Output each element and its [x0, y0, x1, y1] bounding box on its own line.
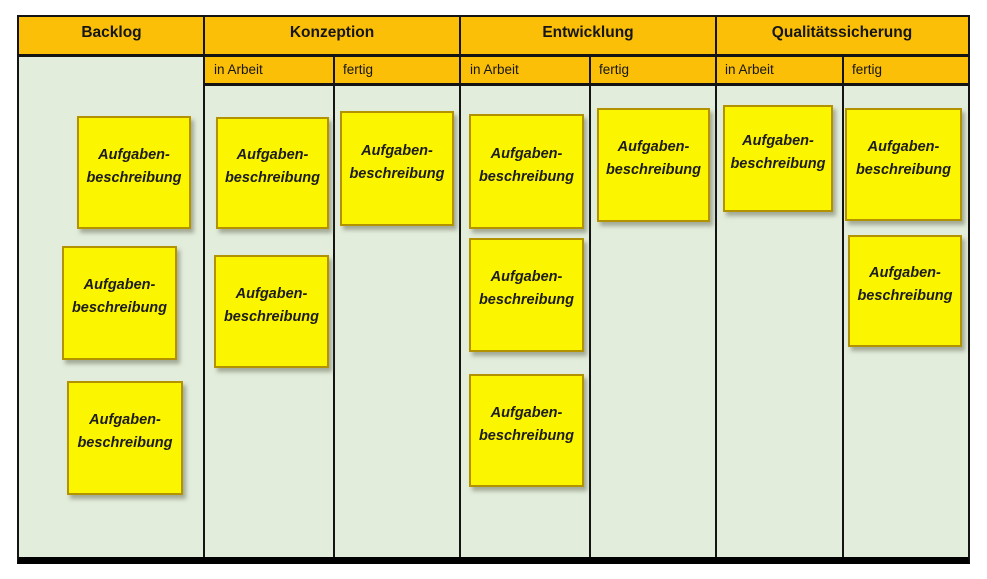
subheader-row-background: [204, 57, 968, 83]
lane-divider: [333, 57, 335, 557]
note-text: Aufgaben-: [361, 142, 433, 159]
sticky-note[interactable]: Aufgaben- beschreibung: [62, 246, 177, 360]
column-header-entwicklung: Entwicklung: [542, 24, 634, 41]
note-text: beschreibung: [478, 168, 575, 185]
column-header-backlog: Backlog: [81, 24, 142, 41]
column-header-konzeption: Konzeption: [289, 24, 375, 41]
column-divider: [459, 17, 461, 557]
lane-divider: [842, 57, 844, 557]
lane-divider: [589, 57, 591, 557]
column-divider: [715, 17, 717, 557]
note-text: beschreibung: [857, 288, 953, 304]
note-text: Aufgaben-: [869, 265, 941, 281]
lane-header-entwicklung-in-arbeit: in Arbeit: [470, 62, 519, 77]
column-divider: [203, 17, 205, 557]
header-row-background: [19, 17, 968, 54]
sticky-note[interactable]: Aufgaben- beschreibung: [469, 374, 584, 487]
sticky-note[interactable]: Aufgaben- beschreibung: [67, 381, 183, 495]
sticky-note[interactable]: Aufgaben- beschreibung: [77, 116, 191, 229]
lane-header-qualitaetssicherung-in-arbeit: in Arbeit: [725, 62, 774, 77]
sticky-note[interactable]: Aufgaben- beschreibung: [214, 255, 329, 368]
lane-header-entwicklung-fertig: fertig: [599, 62, 630, 77]
sticky-note[interactable]: Aufgaben- beschreibung: [469, 114, 584, 229]
note-text: beschreibung: [478, 427, 575, 444]
lane-header-konzeption-fertig: fertig: [343, 62, 374, 77]
lane-header-konzeption-in-arbeit: in Arbeit: [214, 62, 263, 77]
note-text: beschreibung: [71, 300, 168, 316]
lane-header-qualitaetssicherung-fertig: fertig: [852, 62, 883, 77]
note-text: beschreibung: [349, 165, 445, 182]
note-text: Aufgaben-: [617, 139, 690, 155]
note-text: beschreibung: [855, 161, 952, 178]
sticky-note[interactable]: Aufgaben- beschreibung: [848, 235, 962, 347]
sticky-note[interactable]: Aufgaben- beschreibung: [340, 111, 454, 226]
note-text: Aufgaben-: [98, 146, 170, 163]
note-text: Aufgaben-: [83, 277, 156, 293]
sticky-note[interactable]: Aufgaben- beschreibung: [469, 238, 584, 352]
note-text: beschreibung: [86, 169, 182, 186]
sticky-note[interactable]: Aufgaben- beschreibung: [723, 105, 833, 212]
note-text: beschreibung: [605, 162, 702, 178]
note-text: Aufgaben-: [236, 147, 309, 163]
kanban-table: Backlog Konzeption Entwicklung Qualitäts…: [17, 15, 970, 564]
column-header-qualitaetssicherung: Qualitätssicherung: [771, 24, 913, 41]
note-text: beschreibung: [478, 292, 575, 308]
sticky-note[interactable]: Aufgaben- beschreibung: [216, 117, 329, 229]
note-text: Aufgaben-: [490, 145, 563, 162]
sticky-note[interactable]: Aufgaben- beschreibung: [845, 108, 962, 221]
subheader-row-divider: [204, 83, 968, 86]
note-text: Aufgaben-: [490, 404, 563, 421]
note-text: Aufgaben-: [742, 132, 814, 149]
note-text: beschreibung: [77, 435, 173, 451]
header-row-divider: [19, 54, 968, 57]
note-text: Aufgaben-: [867, 138, 940, 155]
note-text: Aufgaben-: [89, 412, 161, 428]
note-text: beschreibung: [223, 308, 320, 325]
note-text: beschreibung: [730, 155, 826, 172]
note-text: Aufgaben-: [235, 285, 308, 302]
note-text: Aufgaben-: [490, 269, 563, 285]
sticky-note[interactable]: Aufgaben- beschreibung: [597, 108, 710, 222]
note-text: beschreibung: [224, 170, 321, 186]
